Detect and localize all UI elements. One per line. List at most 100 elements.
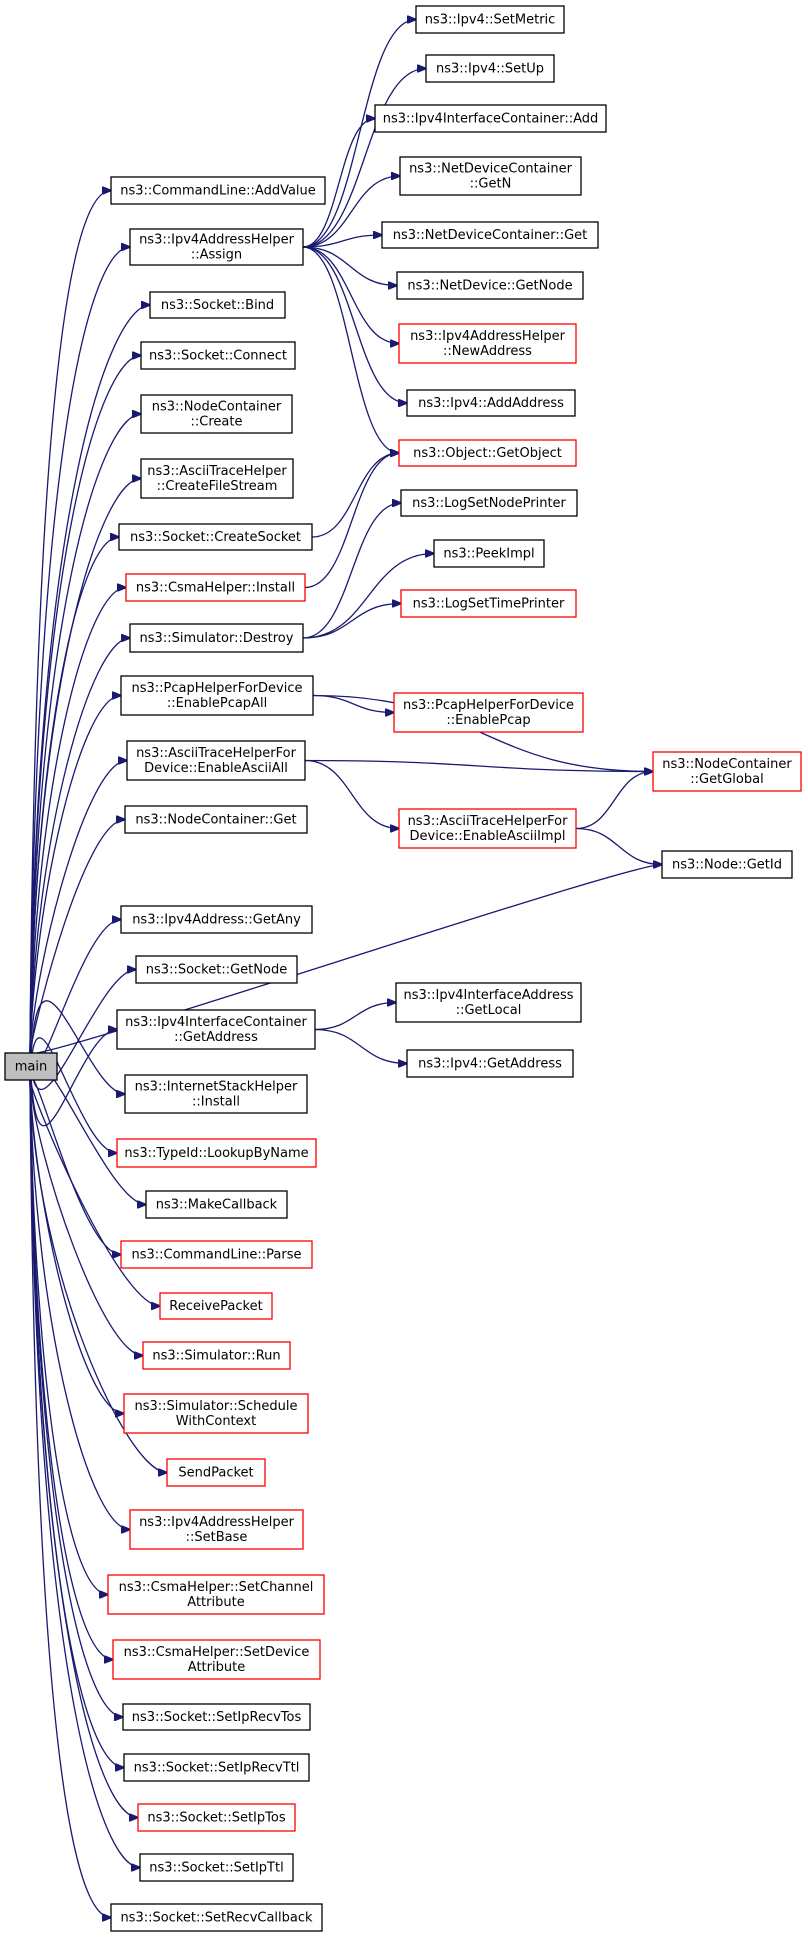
node-box: [166, 1458, 266, 1487]
node-createfilestream[interactable]: ns3::AsciiTraceHelper::CreateFileStream: [140, 458, 294, 499]
node-assign[interactable]: ns3::Ipv4AddressHelper::Assign: [129, 228, 304, 266]
edge-getaddress-to-getlocal: [314, 1003, 396, 1031]
edge-line: [29, 1079, 160, 1306]
node-box: [398, 439, 577, 467]
edge-line: [29, 1079, 130, 1530]
node-makecallback[interactable]: ns3::MakeCallback: [145, 1190, 288, 1219]
node-getaddress[interactable]: ns3::Ipv4InterfaceContainer::GetAddress: [116, 1009, 316, 1050]
node-addvalue[interactable]: ns3::CommandLine::AddValue: [110, 176, 326, 205]
node-destroy[interactable]: ns3::Simulator::Destroy: [129, 623, 304, 653]
node-sendpacket[interactable]: SendPacket: [166, 1458, 266, 1487]
node-socket_getnode[interactable]: ns3::Socket::GetNode: [135, 955, 298, 984]
node-bind[interactable]: ns3::Socket::Bind: [149, 291, 286, 319]
node-setiprecvttl[interactable]: ns3::Socket::SetIpRecvTtl: [123, 1753, 310, 1782]
node-run[interactable]: ns3::Simulator::Run: [142, 1341, 291, 1370]
edge-destroy-to-logsetnodeprinter: [302, 503, 401, 639]
node-logsetnodeprinter[interactable]: ns3::LogSetNodePrinter: [400, 489, 578, 517]
edge-line: [302, 246, 407, 403]
node-setiprecvtos[interactable]: ns3::Socket::SetIpRecvTos: [122, 1703, 311, 1731]
node-setup[interactable]: ns3::Ipv4::SetUp: [425, 54, 555, 83]
edge-main-to-setiprecvttl: [29, 1079, 124, 1768]
node-nc_create[interactable]: ns3::NodeContainer::Create: [140, 394, 293, 434]
node-iic_add[interactable]: ns3::Ipv4InterfaceContainer::Add: [374, 104, 607, 133]
node-lookupbyname[interactable]: ns3::TypeId::LookupByName: [116, 1138, 317, 1168]
edge-main-to-run: [29, 1079, 143, 1356]
node-label: ns3::Ipv4InterfaceAddress: [403, 988, 573, 1003]
node-label: ::GetLocal: [456, 1003, 522, 1018]
node-newaddress[interactable]: ns3::Ipv4AddressHelper::NewAddress: [398, 323, 577, 364]
edge-enableasciiimpl-to-node_getid: [575, 827, 662, 865]
node-parse[interactable]: ns3::CommandLine::Parse: [120, 1240, 313, 1269]
node-label: ::CreateFileStream: [157, 479, 278, 494]
edge-main-to-node_getid: [29, 865, 662, 1055]
edge-main-to-getaddress: [29, 1030, 117, 1127]
node-ish_install[interactable]: ns3::InternetStackHelper::Install: [124, 1074, 308, 1114]
node-getobject[interactable]: ns3::Object::GetObject: [398, 439, 577, 467]
node-label: SendPacket: [178, 1466, 253, 1481]
edge-main-to-createsocket: [29, 537, 119, 1054]
node-label: ns3::Simulator::Destroy: [140, 631, 294, 646]
node-connect[interactable]: ns3::Socket::Connect: [140, 341, 296, 370]
edge-main-to-setiptos: [29, 1079, 138, 1818]
node-label: ::NewAddress: [443, 344, 532, 359]
node-setbase[interactable]: ns3::Ipv4AddressHelper::SetBase: [129, 1509, 304, 1550]
node-enablepcap[interactable]: ns3::PcapHelperForDevice::EnablePcap: [393, 692, 584, 733]
edge-assign-to-iic_add: [302, 119, 375, 248]
node-label: ns3::CsmaHelper::SetChannel: [119, 1580, 314, 1595]
node-setmetric[interactable]: ns3::Ipv4::SetMetric: [415, 5, 565, 34]
node-setipttl[interactable]: ns3::Socket::SetIpTtl: [139, 1853, 294, 1882]
node-label: ns3::NetDeviceContainer::Get: [393, 228, 588, 243]
node-enablepcapall[interactable]: ns3::PcapHelperForDevice::EnablePcapAll: [120, 675, 314, 716]
node-box: [395, 982, 582, 1023]
edge-line: [304, 453, 399, 589]
node-getlocal[interactable]: ns3::Ipv4InterfaceAddress::GetLocal: [395, 982, 582, 1023]
edge-line: [29, 1030, 117, 1127]
edge-line: [29, 1079, 167, 1473]
edge-main-to-setiprecvtos: [29, 1079, 123, 1717]
node-label: ns3::Socket::SetIpTtl: [149, 1861, 283, 1876]
node-main[interactable]: main: [4, 1052, 58, 1081]
node-peekimpl[interactable]: ns3::PeekImpl: [433, 539, 545, 568]
node-nc_get[interactable]: ns3::NodeContainer::Get: [124, 805, 308, 834]
node-node_getid[interactable]: ns3::Node::GetId: [661, 850, 793, 879]
node-setiptos[interactable]: ns3::Socket::SetIpTos: [137, 1803, 296, 1832]
edge-line: [312, 694, 394, 713]
node-ndc_get[interactable]: ns3::NetDeviceContainer::Get: [381, 221, 599, 249]
edge-main-to-enablepcapall: [29, 696, 121, 1054]
node-box: [120, 675, 314, 716]
node-box: [124, 805, 308, 834]
node-logsettimeprinter[interactable]: ns3::LogSetTimePrinter: [400, 589, 577, 618]
edge-main-to-enableasciiall: [29, 761, 127, 1054]
node-createsocket[interactable]: ns3::Socket::CreateSocket: [118, 523, 313, 551]
node-addaddress[interactable]: ns3::Ipv4::AddAddress: [406, 389, 576, 417]
node-box: [406, 1049, 574, 1078]
edge-main-to-setbase: [29, 1079, 130, 1530]
node-enableasciiall[interactable]: ns3::AsciiTraceHelperForDevice::EnableAs…: [126, 740, 306, 781]
edge-line: [304, 759, 653, 772]
node-label: Device::EnableAsciiImpl: [410, 829, 566, 844]
node-setrecvcallback[interactable]: ns3::Socket::SetRecvCallback: [110, 1903, 323, 1932]
node-csma_install[interactable]: ns3::CsmaHelper::Install: [125, 573, 306, 602]
node-ipv4_getaddress[interactable]: ns3::Ipv4::GetAddress: [406, 1049, 574, 1078]
node-getany[interactable]: ns3::Ipv4Address::GetAny: [120, 905, 313, 934]
node-box: [116, 1009, 316, 1050]
node-label: ns3::Ipv4::AddAddress: [418, 396, 564, 411]
edge-main-to-nc_get: [29, 820, 125, 1054]
node-label: ns3::NetDeviceContainer: [409, 162, 573, 177]
node-label: ns3::Socket::CreateSocket: [130, 530, 301, 545]
node-label: WithContext: [176, 1414, 256, 1429]
node-enableasciiimpl[interactable]: ns3::AsciiTraceHelperForDevice::EnableAs…: [398, 808, 577, 849]
node-label: ns3::Socket::SetIpRecvTos: [132, 1710, 302, 1725]
node-nd_getnode[interactable]: ns3::NetDevice::GetNode: [396, 271, 584, 300]
node-ndc_getn[interactable]: ns3::NetDeviceContainer::GetN: [399, 156, 582, 196]
edge-line: [311, 453, 399, 538]
edge-line: [302, 604, 401, 639]
node-getglobal[interactable]: ns3::NodeContainer::GetGlobal: [652, 751, 802, 792]
node-label: ::EnablePcap: [446, 713, 530, 728]
edge-line: [302, 176, 400, 248]
node-receivepacket[interactable]: ReceivePacket: [159, 1292, 273, 1320]
edge-line: [29, 1079, 124, 1768]
